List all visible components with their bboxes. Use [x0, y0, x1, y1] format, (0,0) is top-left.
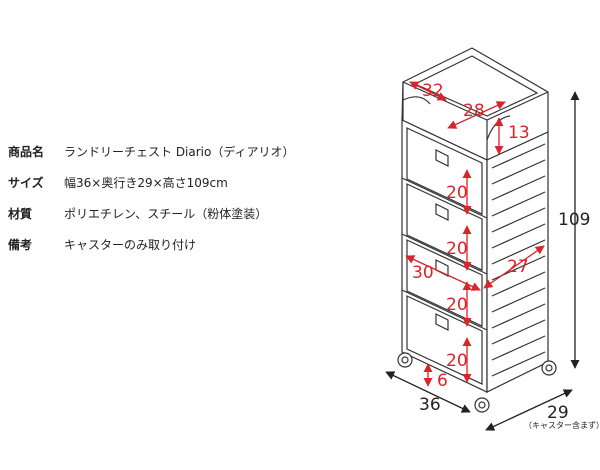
- outer-dimension-arrows: [385, 91, 580, 431]
- spec-value: 幅36×奥行き29×高さ109cm: [64, 176, 228, 190]
- spec-label: 備考: [8, 238, 33, 252]
- dim-drawer-3: 20: [446, 295, 468, 315]
- spec-value: キャスターのみ取り付け: [64, 238, 197, 252]
- dim-inner-width: 30: [412, 263, 434, 283]
- spec-label: サイズ: [8, 176, 44, 190]
- dim-total-width: 36: [419, 395, 441, 415]
- chest-body: [401, 119, 549, 393]
- dim-drawer-2: 20: [446, 239, 468, 259]
- dim-top-width: 32: [422, 81, 444, 101]
- spec-label: 材質: [8, 207, 33, 221]
- dim-caster-height: 6: [437, 371, 448, 391]
- spec-value: ポリエチレン、スチール（粉体塗装）: [64, 207, 268, 221]
- dim-total-height: 109: [558, 210, 590, 230]
- dim-inner-depth: 27: [507, 257, 529, 277]
- dim-total-depth: 29: [547, 403, 569, 423]
- dim-drawer-4: 20: [446, 351, 468, 371]
- spec-value: ランドリーチェスト Diario（ディアリオ）: [64, 145, 295, 159]
- dim-top-depth: 28: [463, 101, 485, 121]
- spec-label: 商品名: [8, 145, 45, 159]
- caster-note: （キャスター含まず）: [524, 420, 600, 430]
- dim-top-height: 13: [508, 123, 530, 143]
- dim-drawer-1: 20: [446, 183, 468, 203]
